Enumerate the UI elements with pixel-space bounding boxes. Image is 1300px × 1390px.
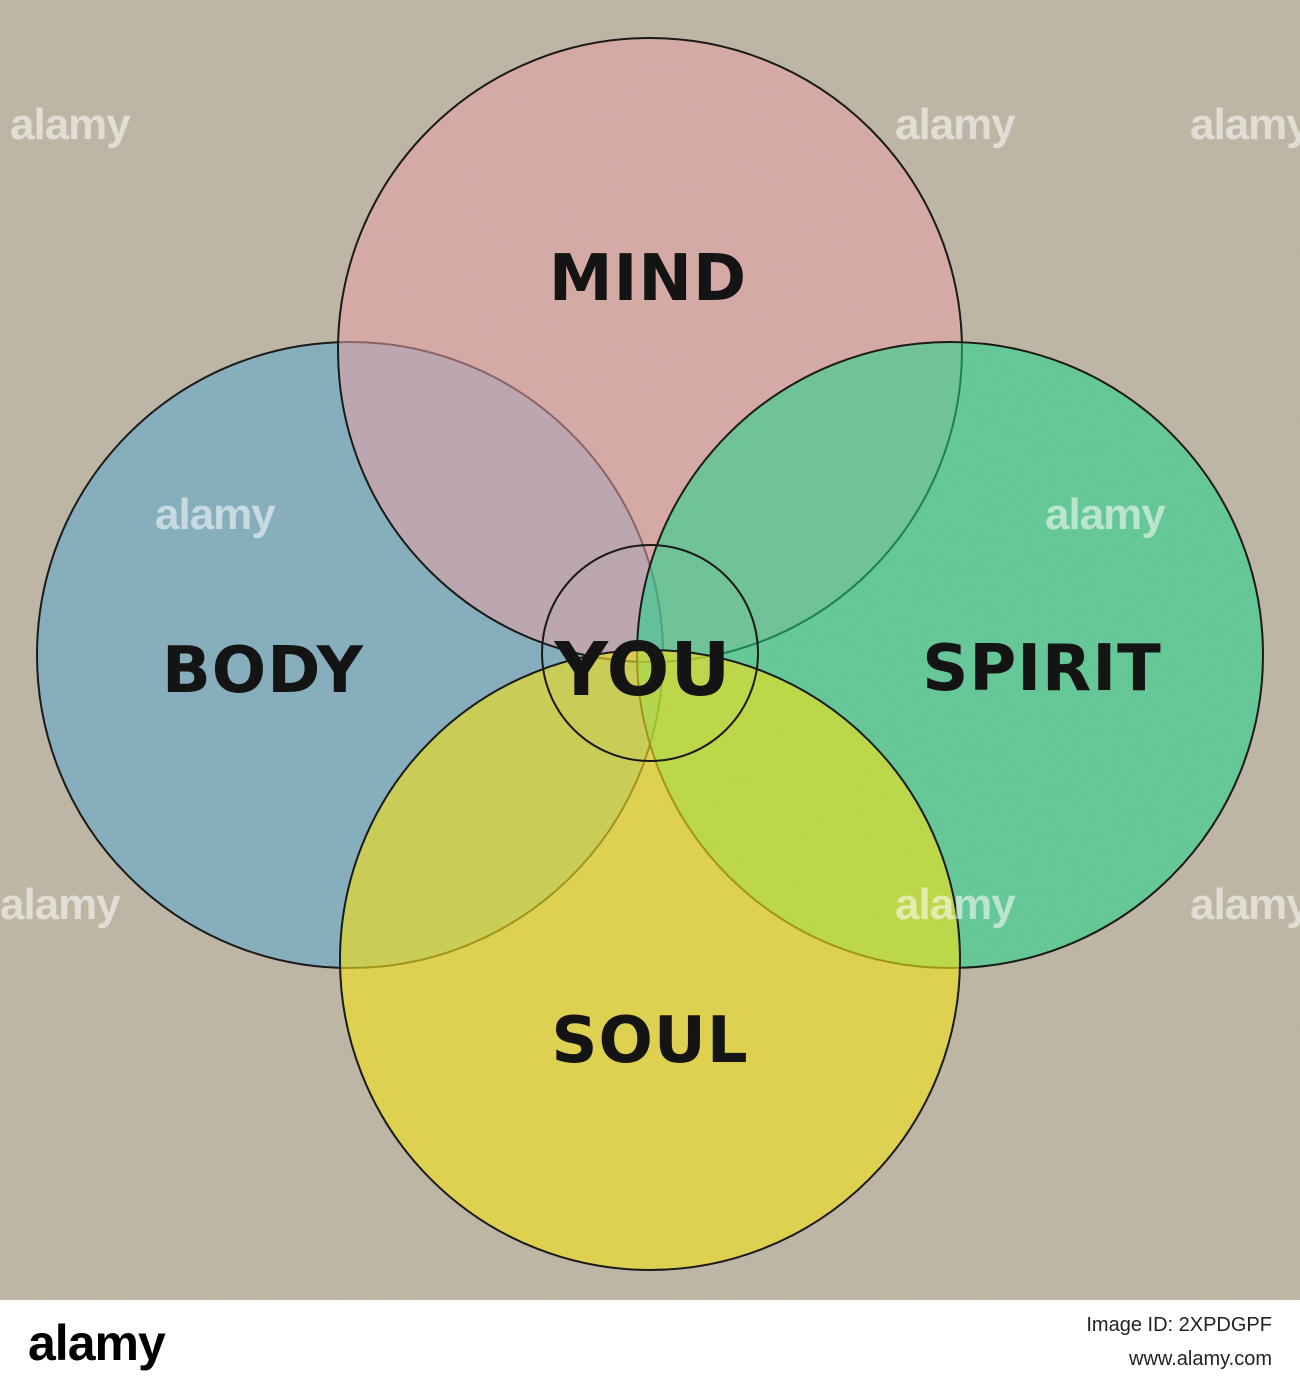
watermark: alamy bbox=[895, 880, 1016, 929]
center-circle bbox=[541, 544, 759, 762]
site-url[interactable]: www.alamy.com bbox=[1129, 1348, 1272, 1370]
soul-circle bbox=[339, 649, 961, 1271]
body-label: BODY bbox=[162, 634, 364, 708]
watermark: alamy bbox=[10, 100, 131, 149]
spirit-label: SPIRIT bbox=[922, 632, 1162, 706]
watermark: alamy bbox=[1190, 880, 1300, 929]
watermark: alamy bbox=[1045, 490, 1166, 539]
watermark: alamy bbox=[1190, 100, 1300, 149]
watermark: alamy bbox=[0, 880, 121, 929]
center-you-label: YOU bbox=[554, 627, 732, 713]
watermark: alamy bbox=[895, 100, 1016, 149]
soul-label: SOUL bbox=[551, 1004, 748, 1078]
venn-diagram: MIND BODY SPIRIT SOUL YOU bbox=[0, 0, 1300, 1300]
mind-label: MIND bbox=[549, 242, 747, 316]
footer-bar: alamy Image ID: 2XPDGPF www.alamy.com bbox=[0, 1300, 1300, 1390]
image-id: Image ID: 2XPDGPF bbox=[1086, 1314, 1272, 1336]
venn-diagram-photo: MIND BODY SPIRIT SOUL YOU alamy alamy al… bbox=[0, 0, 1300, 1300]
alamy-logo[interactable]: alamy bbox=[28, 1315, 166, 1371]
watermark: alamy bbox=[155, 490, 276, 539]
